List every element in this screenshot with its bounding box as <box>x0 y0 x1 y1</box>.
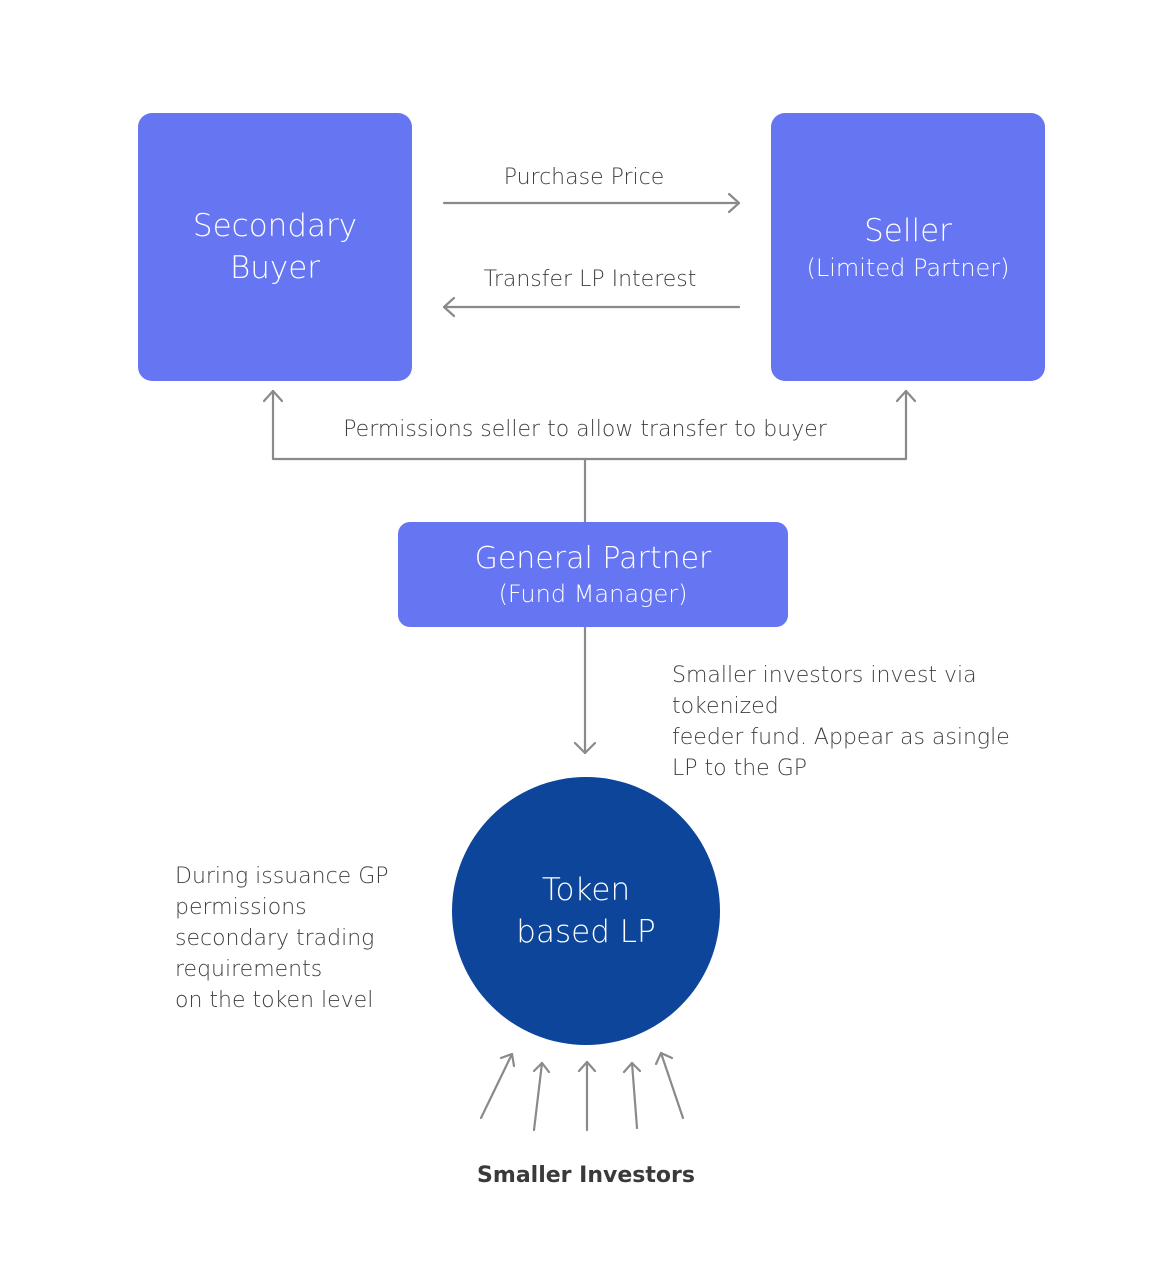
secondary-buyer-node: Secondary Buyer <box>138 113 412 381</box>
secondary-buyer-line-2: Buyer <box>229 250 321 286</box>
investor-arrow <box>654 1051 685 1120</box>
note-line: on the token level <box>175 988 374 1013</box>
secondary-buyer-line-1: Secondary <box>192 208 358 244</box>
seller-subtitle: (Limited Partner) <box>806 254 1010 282</box>
investor-arrow <box>577 1060 597 1132</box>
token-lp-node: Token based LP <box>452 777 720 1045</box>
token-lp-line-1: Token <box>541 872 631 908</box>
issuance-note: During issuance GP permissions secondary… <box>175 861 389 1016</box>
note-line: permissions <box>175 895 307 920</box>
purchase-price-label: Purchase Price <box>503 165 665 190</box>
note-line: tokenized <box>672 694 779 719</box>
investor-arrows <box>479 1051 685 1132</box>
general-partner-node: General Partner (Fund Manager) <box>398 522 788 627</box>
investor-arrow <box>532 1061 551 1132</box>
seller-title: Seller <box>864 213 952 249</box>
investor-arrow <box>622 1061 642 1130</box>
note-line: LP to the GP <box>672 756 808 781</box>
note-line: secondary trading <box>175 926 375 951</box>
seller-node: Seller (Limited Partner) <box>771 113 1045 381</box>
general-partner-title: General Partner <box>474 540 712 576</box>
token-lp-line-2: based LP <box>516 914 656 950</box>
permissions-connector <box>262 389 917 524</box>
transfer-lp-interest-arrow <box>442 296 741 318</box>
note-line: Smaller investors invest via <box>672 663 977 688</box>
permissions-label: Permissions seller to allow transfer to … <box>343 417 827 442</box>
gp-to-token-arrow <box>573 625 597 755</box>
transfer-lp-interest-label: Transfer LP Interest <box>483 267 697 292</box>
note-line: requirements <box>175 957 323 982</box>
smaller-investors-note: Smaller investors invest via tokenized f… <box>672 660 1010 784</box>
general-partner-subtitle: (Fund Manager) <box>498 579 688 608</box>
note-line: During issuance GP <box>175 864 389 889</box>
note-line: feeder fund. Appear as asingle <box>672 725 1010 750</box>
investor-arrow <box>479 1052 516 1120</box>
purchase-price-arrow <box>442 192 741 214</box>
smaller-investors-label: Smaller Investors <box>477 1163 695 1188</box>
